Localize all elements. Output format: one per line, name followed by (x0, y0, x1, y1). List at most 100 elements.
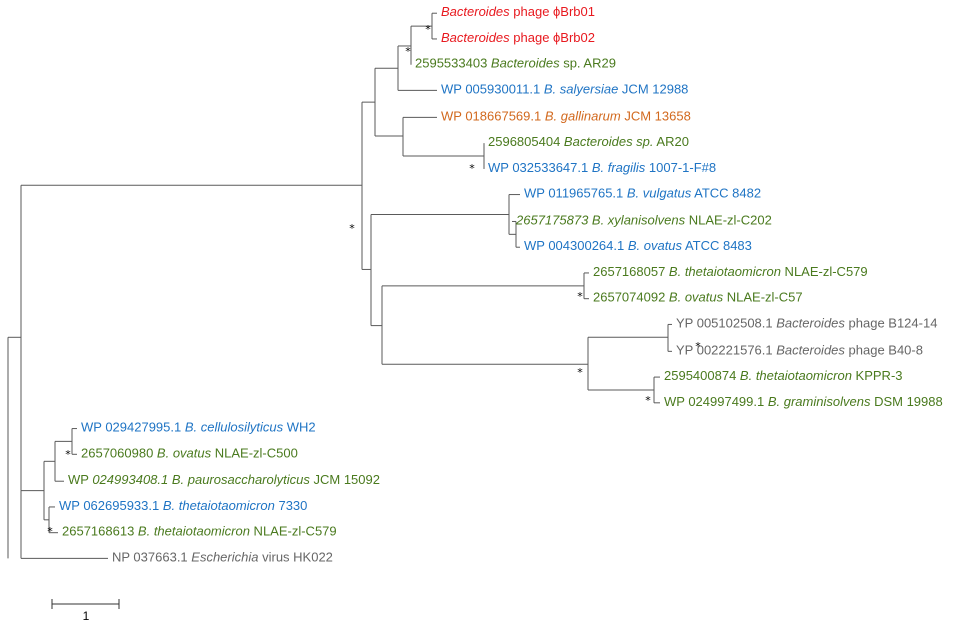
taxon-label-part: ATCC 8482 (691, 186, 761, 201)
taxon-label-brb02: Bacteroides phage ϕBrb02 (441, 30, 595, 45)
taxon-label-part: 1007-1-F#8 (645, 160, 716, 175)
taxon-label-part: WP 018667569.1 (441, 109, 545, 124)
taxon-label-part: B. vulgatus (627, 186, 692, 201)
taxon-label-part: 2657168057 (593, 264, 669, 279)
taxon-label-part: NLAE-zl-C500 (211, 446, 298, 461)
taxon-label-ovatus1: WP 004300264.1 B. ovatus ATCC 8483 (524, 239, 752, 254)
taxon-label-part: 2595533403 (415, 56, 491, 71)
taxon-label-kppr: 2595400874 B. thetaiotaomicron KPPR-3 (664, 369, 903, 384)
taxon-label-part: 2657060980 (81, 446, 157, 461)
taxon-label-part: 2657168613 (62, 524, 138, 539)
taxon-label-part: B. ovatus (669, 290, 724, 305)
bootstrap-star-3: * (349, 222, 355, 235)
taxon-label-part: B. thetaiotaomicron (669, 264, 781, 279)
taxon-label-gramin: WP 024997499.1 B. graminisolvens DSM 199… (664, 394, 943, 409)
taxon-label-part: sp. AR29 (560, 56, 616, 71)
taxon-label-part: YP 002221576.1 (676, 343, 776, 358)
taxon-label-part: DSM 19988 (870, 394, 942, 409)
scale-bar: 1 (51, 599, 120, 622)
bootstrap-star-2: * (469, 162, 475, 175)
bootstrap-star-1: * (405, 45, 411, 58)
taxon-label-ar20: 2596805404 Bacteroides sp. AR20 (488, 135, 689, 150)
taxon-label-part: WP 011965765.1 (524, 186, 627, 201)
bootstrap-support-marks: * * * * * * * * * * (47, 23, 701, 538)
taxon-label-part: 2596805404 (488, 135, 564, 150)
taxon-label-salyer: WP 005930011.1 B. salyersiae JCM 12988 (441, 82, 688, 97)
taxon-label-part: B. thetaiotaomicron (138, 524, 250, 539)
taxon-label-vulgat: WP 011965765.1 B. vulgatus ATCC 8482 (524, 186, 761, 201)
taxon-label-part: B. cellulosilyticus (185, 420, 284, 435)
taxon-label-b40: YP 002221576.1 Bacteroides phage B40-8 (676, 343, 923, 358)
bootstrap-star-0: * (425, 23, 431, 36)
taxon-label-part: WP 024997499.1 (664, 394, 768, 409)
taxon-label-part: B. thetaiotaomicron (163, 498, 275, 513)
taxon-label-part: 2657175873 B. xylanisolvens (515, 213, 686, 228)
taxon-label-part: WH2 (283, 420, 316, 435)
bootstrap-star-6: * (577, 366, 583, 379)
taxon-label-part: 7330 (275, 498, 308, 513)
taxon-label-part: B. gallinarum (545, 109, 621, 124)
taxon-label-part: Bacteroides sp. (564, 135, 654, 150)
taxon-label-ovatus3: 2657060980 B. ovatus NLAE-zl-C500 (81, 446, 298, 461)
taxon-label-part: phage B40-8 (845, 343, 923, 358)
taxon-label-part: Bacteroides (776, 343, 845, 358)
taxon-label-part: NP 037663.1 (112, 550, 191, 565)
bootstrap-star-9: * (47, 525, 53, 538)
taxon-label-brb01: Bacteroides phage ϕBrb01 (441, 5, 595, 20)
taxon-label-part: B. ovatus (628, 239, 683, 254)
taxon-label-part: 024993408.1 B. paurosaccharolyticus (92, 473, 310, 488)
taxon-label-part: WP 029427995.1 (81, 420, 185, 435)
taxon-label-ar29: 2595533403 Bacteroides sp. AR29 (415, 56, 616, 71)
bootstrap-star-7: * (645, 394, 651, 407)
bootstrap-star-8: * (65, 448, 71, 461)
taxon-label-b124: YP 005102508.1 Bacteroides phage B124-14 (676, 316, 937, 331)
bootstrap-star-5: * (695, 340, 701, 353)
taxon-label-part: 2595400874 (664, 369, 740, 384)
taxon-label-theta3: 2657168613 B. thetaiotaomicron NLAE-zl-C… (62, 524, 337, 539)
taxon-label-part: JCM 13658 (621, 109, 691, 124)
taxon-label-part: Bacteroides (776, 316, 845, 331)
taxon-label-part: JCM 15092 (310, 473, 380, 488)
taxon-label-part: WP (68, 473, 92, 488)
taxon-label-part: phage B124-14 (845, 316, 938, 331)
taxon-label-fragil: WP 032533647.1 B. fragilis 1007-1-F#8 (488, 160, 716, 175)
tree-branches (8, 13, 672, 558)
taxon-label-part: Bacteroides (441, 5, 510, 20)
taxon-label-part: B. graminisolvens (768, 394, 871, 409)
taxon-label-part: B. fragilis (592, 160, 646, 175)
taxon-label-cellul: WP 029427995.1 B. cellulosilyticus WH2 (81, 420, 316, 435)
taxon-label-hk022: NP 037663.1 Escherichia virus HK022 (112, 550, 333, 565)
taxon-label-part: NLAE-zl-C579 (781, 264, 868, 279)
taxon-label-part: NLAE-zl-C202 (685, 213, 772, 228)
taxon-label-part: phage ϕBrb02 (510, 30, 595, 45)
taxon-label-part: Bacteroides (441, 30, 510, 45)
taxon-label-theta1: 2657168057 B. thetaiotaomicron NLAE-zl-C… (593, 264, 868, 279)
taxon-label-part: YP 005102508.1 (676, 316, 776, 331)
taxon-label-part: phage ϕBrb01 (510, 5, 595, 20)
taxon-label-part: virus HK022 (258, 550, 332, 565)
taxon-label-gallin: WP 018667569.1 B. gallinarum JCM 13658 (441, 109, 691, 124)
taxon-label-part: AR20 (654, 135, 689, 150)
bootstrap-star-4: * (577, 290, 583, 303)
taxon-label-part: B. ovatus (157, 446, 212, 461)
taxon-label-xylan: 2657175873 B. xylanisolvens NLAE-zl-C202 (515, 213, 772, 228)
taxon-label-pauros: WP 024993408.1 B. paurosaccharolyticus J… (68, 473, 380, 488)
taxon-label-part: NLAE-zl-C57 (723, 290, 802, 305)
taxon-label-part: NLAE-zl-C579 (250, 524, 337, 539)
taxon-label-part: B. salyersiae (544, 82, 618, 97)
taxon-label-part: Bacteroides (491, 56, 560, 71)
taxon-label-part: KPPR-3 (852, 369, 903, 384)
taxon-label-part: JCM 12988 (618, 82, 688, 97)
taxon-label-ovatus2: 2657074092 B. ovatus NLAE-zl-C57 (593, 290, 803, 305)
taxon-label-part: WP 004300264.1 (524, 239, 628, 254)
taxon-label-part: WP 062695933.1 (59, 498, 163, 513)
taxon-label-part: B. thetaiotaomicron (740, 369, 852, 384)
taxon-label-part: WP 032533647.1 (488, 160, 592, 175)
taxon-label-part: Escherichia (191, 550, 258, 565)
taxon-label-part: WP 005930011.1 (441, 82, 544, 97)
taxon-label-theta2: WP 062695933.1 B. thetaiotaomicron 7330 (59, 498, 307, 513)
scale-bar-label: 1 (83, 609, 90, 622)
taxon-label-part: 2657074092 (593, 290, 669, 305)
